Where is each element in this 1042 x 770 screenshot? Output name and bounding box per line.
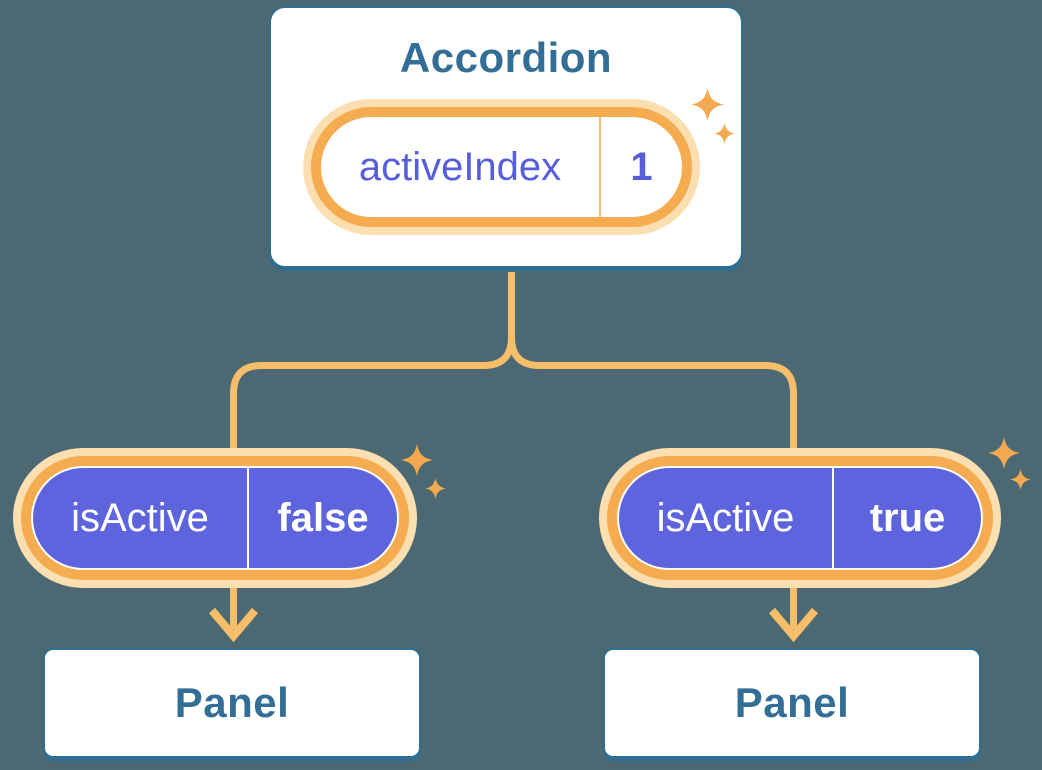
sparkle-icon [425, 478, 446, 499]
arrow-down-icon [208, 607, 259, 643]
panel-box-left: Panel [43, 648, 421, 758]
panel-box-right: Panel [603, 648, 981, 758]
panel-title: Panel [734, 679, 850, 726]
state-value: 1 [630, 144, 653, 189]
arrow-down-icon [768, 607, 819, 643]
state-value: true [869, 495, 946, 540]
panel-title: Panel [174, 679, 290, 726]
state-name: isActive [71, 495, 209, 540]
sparkle-icon [714, 123, 735, 144]
state-value: false [277, 495, 369, 540]
child-state-pill-left: isActive false [33, 468, 397, 568]
sparkle-icon [691, 88, 724, 121]
accordion-title: Accordion [399, 34, 613, 81]
sparkle-icon [988, 437, 1020, 469]
sparkle-icon [1010, 469, 1031, 490]
connector-branch-right [508, 336, 797, 482]
root-state-pill: activeIndex 1 [321, 117, 682, 217]
child-state-pill-right: isActive true [619, 468, 981, 568]
connector-branch-left [230, 336, 515, 482]
pill-divider [247, 468, 249, 568]
pill-divider [599, 117, 601, 217]
pill-divider [832, 468, 834, 568]
state-name: isActive [656, 495, 795, 540]
state-name: activeIndex [358, 144, 562, 189]
sparkle-icon [401, 444, 433, 476]
